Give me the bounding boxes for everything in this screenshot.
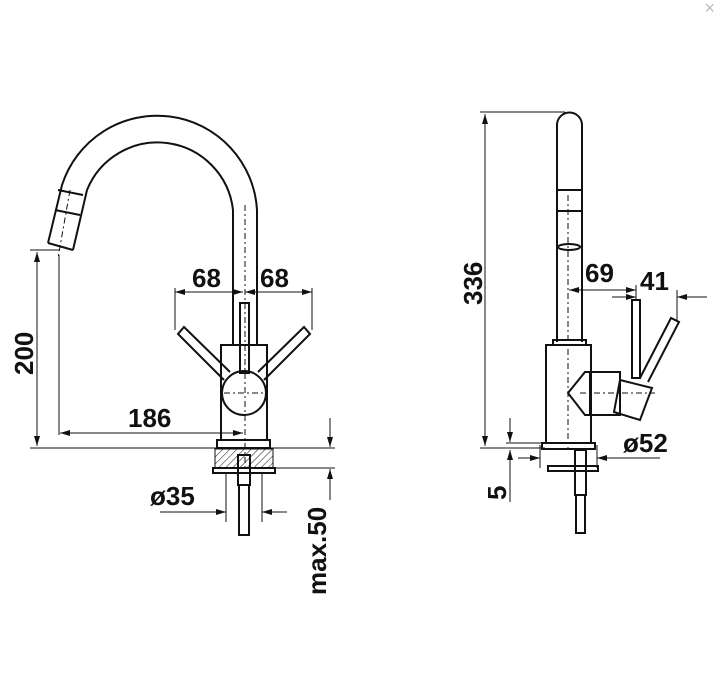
knob [221,370,267,416]
dim-max-thickness: max.50 [302,507,332,595]
close-icon[interactable]: × [704,0,715,18]
dim-spout-height: 200 [9,332,39,375]
dim-handle-left: 68 [192,263,221,293]
dim-hole-diameter: ø35 [150,481,195,511]
side-view: 336 69 41 ø52 5 [458,111,707,534]
dim-lever-reach: 41 [640,266,669,296]
dim-base-diameter: ø52 [623,428,668,458]
dim-spout-reach: 186 [128,403,171,433]
spout-inner [72,141,234,251]
front-view: 68 68 200 186 ø35 max.50 [9,114,335,595]
dim-total-height: 336 [458,262,488,305]
spout-outer [47,114,258,244]
dim-base-height: 5 [482,486,512,500]
dim-handle-right: 68 [260,263,289,293]
spout [556,111,583,342]
dim-lever-offset: 69 [585,258,614,288]
